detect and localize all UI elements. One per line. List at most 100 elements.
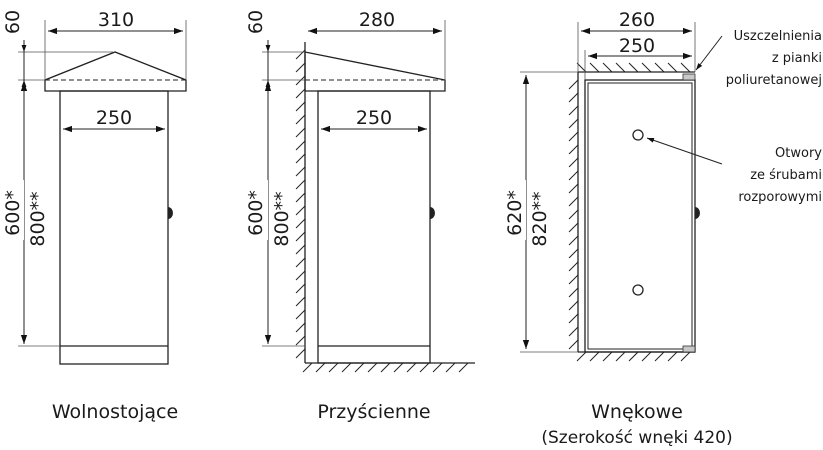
hatch-stroke [628, 351, 639, 362]
recessed-height-a-label: 620* [504, 190, 526, 236]
hatch-stroke [341, 362, 352, 373]
hatch-stroke [295, 283, 306, 294]
hatch-stroke [568, 79, 579, 90]
hatch-stroke [295, 348, 306, 359]
hatch-stroke [568, 287, 579, 298]
hatch-stroke [568, 131, 579, 142]
hatch-stroke [568, 92, 579, 103]
hatch-stroke [628, 62, 639, 73]
niche-hatch [568, 62, 691, 362]
hatch-stroke [615, 351, 626, 362]
hatch-stroke [295, 257, 306, 268]
hatch-stroke [295, 49, 306, 60]
hatch-stroke [458, 362, 469, 373]
hatch-stroke [576, 62, 587, 73]
hatch-stroke [568, 248, 579, 259]
hatch-stroke [295, 218, 306, 229]
hatch-stroke [568, 144, 579, 155]
hatch-stroke [568, 105, 579, 116]
hatch-stroke [295, 140, 306, 151]
hatch-stroke [432, 362, 443, 373]
recessed-subcaption: (Szerokość wnęki 420) [541, 428, 732, 448]
hatch-stroke [568, 118, 579, 129]
mounting-hole-bottom-icon [632, 284, 644, 296]
recessed-height-b-label: 820** [529, 191, 551, 246]
hatch-stroke [654, 351, 665, 362]
seal-note-line-2: z pianki [772, 51, 822, 66]
freestanding-roof [44, 51, 187, 92]
hatch-stroke [315, 362, 326, 373]
hatch-stroke [406, 362, 417, 373]
hatch-stroke [328, 362, 339, 373]
hatch-stroke [568, 235, 579, 246]
hatch-stroke [568, 300, 579, 311]
holes-leader-line [646, 137, 723, 165]
freestanding-top-width-label: 310 [98, 9, 134, 31]
hatch-stroke [419, 362, 430, 373]
recessed-cabinet-inner [587, 82, 693, 350]
hatch-stroke [667, 62, 678, 73]
hatch-stroke [680, 62, 691, 73]
hatch-stroke [680, 351, 691, 362]
hatch-stroke [568, 222, 579, 233]
hatch-stroke [615, 62, 626, 73]
recessed-caption: Wnękowe [591, 401, 683, 423]
hatch-stroke [295, 101, 306, 112]
floor-hatch [302, 362, 469, 373]
wall-mounted-handle-icon [430, 207, 435, 219]
hatch-stroke [295, 192, 306, 203]
hatch-stroke [654, 62, 665, 73]
freestanding-cabinet [59, 90, 169, 365]
freestanding-caption: Wolnostojące [52, 401, 178, 423]
hatch-stroke [295, 322, 306, 333]
hatch-stroke [295, 62, 306, 73]
hatch-stroke [295, 179, 306, 190]
hatch-stroke [295, 270, 306, 281]
hatch-stroke [641, 62, 652, 73]
hatch-stroke [589, 62, 600, 73]
hatch-stroke [568, 261, 579, 272]
hatch-stroke [295, 205, 306, 216]
hatch-stroke [295, 309, 306, 320]
hatch-stroke [380, 362, 391, 373]
hatch-stroke [641, 351, 652, 362]
hatch-stroke [295, 75, 306, 86]
hatch-stroke [568, 157, 579, 168]
hatch-stroke [354, 362, 365, 373]
hatch-stroke [568, 209, 579, 220]
hatch-stroke [568, 274, 579, 285]
hatch-stroke [295, 166, 306, 177]
freestanding-height-b-label: 800** [27, 191, 49, 246]
hatch-stroke [568, 183, 579, 194]
freestanding-height-a-label: 600* [2, 190, 24, 236]
hatch-stroke [295, 296, 306, 307]
wall-mounted-caption: Przyścienne [317, 401, 430, 423]
hatch-stroke [295, 127, 306, 138]
hatch-stroke [393, 362, 404, 373]
freestanding-handle-icon [168, 207, 173, 219]
hatch-stroke [568, 196, 579, 207]
hatch-stroke [367, 362, 378, 373]
wall-mounted-height-a-label: 600* [245, 190, 267, 236]
holes-note-line-3: rozporowymi [738, 190, 822, 205]
hatch-stroke [302, 362, 313, 373]
diagram-recessed: 260 250 620* 820** Uszczelnienia z piank… [504, 9, 822, 448]
wall-mounted-top-width-label: 280 [359, 9, 395, 31]
hatch-stroke [602, 351, 613, 362]
wall-mounted-height-b-label: 800** [271, 191, 293, 246]
hatch-stroke [667, 351, 678, 362]
seal-top-icon [682, 73, 696, 81]
freestanding-roof-height-label: 60 [2, 10, 24, 34]
diagram-freestanding: 310 250 60 600* 800** Wolnostojące [2, 9, 187, 423]
hatch-stroke [568, 326, 579, 337]
hatch-stroke [295, 88, 306, 99]
seal-leader-line [695, 35, 723, 71]
hatch-stroke [295, 231, 306, 242]
hatch-stroke [295, 335, 306, 346]
hatch-stroke [295, 153, 306, 164]
recessed-cabinet [584, 79, 696, 353]
recessed-inner-width-label: 250 [619, 35, 655, 57]
recessed-outer-width-label: 260 [619, 9, 655, 31]
wall-mounted-roof [304, 51, 446, 92]
